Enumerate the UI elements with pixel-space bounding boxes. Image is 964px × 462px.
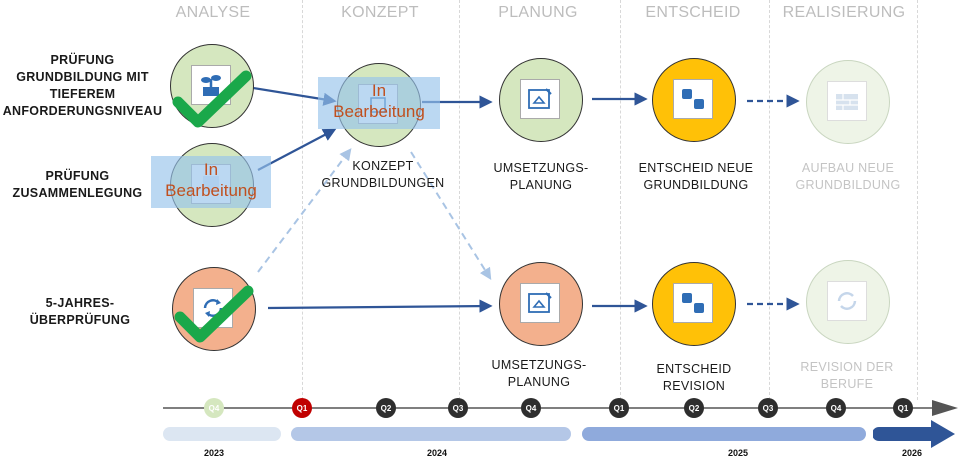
arrow-5jahres-to-umsetzung-bottom — [267, 299, 493, 313]
year-label: 2025 — [727, 448, 749, 458]
caption-konzept: KONZEPT GRUNDBILDUNGEN — [321, 159, 445, 190]
arrow-konzept-to-umsetzung-bottom — [410, 151, 492, 281]
caption-entscheid-bottom: ENTSCHEID REVISION — [656, 362, 732, 393]
quarter-marker: Q1 — [609, 398, 629, 418]
node-umsetzung-top — [499, 58, 583, 142]
refresh-icon — [827, 281, 867, 321]
phase-analyse: ANALYSE — [175, 4, 251, 21]
phase-divider — [769, 0, 770, 400]
year-label: 2023 — [203, 448, 225, 458]
quarter-marker: Q3 — [448, 398, 468, 418]
node-entscheid-bottom — [652, 262, 736, 346]
caption-aufbau: AUFBAU NEUE GRUNDBILDUNG — [795, 161, 901, 192]
row-label-5-jahres: 5-JAHRES- ÜBERPRÜFUNG — [29, 296, 131, 327]
quarter-marker: Q2 — [376, 398, 396, 418]
checkmark-icon — [172, 70, 252, 128]
caption-entscheid-top: ENTSCHEID NEUE GRUNDBILDUNG — [638, 161, 754, 192]
checkmark-icon — [174, 285, 254, 343]
phase-planung: PLANUNG — [498, 4, 578, 21]
phase-divider — [620, 0, 621, 400]
node-aufbau — [806, 60, 890, 144]
caption-umsetzung-top: UMSETZUNGS- PLANUNG — [493, 161, 589, 192]
phase-divider — [302, 0, 303, 400]
year-bar-2024 — [291, 427, 571, 441]
phase-divider — [917, 0, 918, 400]
quarter-marker: Q4 — [204, 398, 224, 418]
year-label: 2026 — [901, 448, 923, 458]
arrow-5jahres-to-konzept — [257, 148, 352, 273]
quarter-marker: Q2 — [684, 398, 704, 418]
node-entscheid-top — [652, 58, 736, 142]
year-label: 2024 — [426, 448, 448, 458]
blueprint-house-icon — [520, 283, 560, 323]
node-5-jahres — [172, 267, 256, 351]
blueprint-house-icon — [520, 79, 560, 119]
thumbs-up-down-icon — [673, 79, 713, 119]
row-label-pruefung-tiefer: PRÜFUNG GRUNDBILDUNG MIT TIEFEREM ANFORD… — [2, 53, 163, 118]
thumbs-up-down-icon — [673, 283, 713, 323]
year-bar-2023 — [163, 427, 281, 441]
quarter-marker: Q4 — [521, 398, 541, 418]
phase-entscheid: ENTSCHEID — [645, 4, 741, 21]
phase-realisierung: REALISIERUNG — [782, 4, 906, 21]
quarter-marker: Q1 — [893, 398, 913, 418]
quarter-marker-current: Q1 — [292, 398, 312, 418]
node-revision — [806, 260, 890, 344]
year-bar-2025 — [582, 427, 866, 441]
node-umsetzung-bottom — [499, 262, 583, 346]
row-label-pruefung-zusammen: PRÜFUNG ZUSAMMENLEGUNG — [12, 169, 143, 200]
phase-konzept: KONZEPT — [341, 4, 419, 21]
status-sticker-in-bearbeitung: In Bearbeitung — [318, 77, 440, 129]
phase-divider — [459, 0, 460, 400]
caption-umsetzung-bottom: UMSETZUNGS- PLANUNG — [491, 358, 587, 389]
brick-wall-icon — [827, 81, 867, 121]
year-arrow-2026 — [873, 420, 955, 448]
quarter-marker: Q4 — [826, 398, 846, 418]
caption-revision: REVISION DER BERUFE — [800, 360, 894, 391]
quarter-marker: Q3 — [758, 398, 778, 418]
status-sticker-in-bearbeitung: In Bearbeitung — [151, 156, 271, 208]
